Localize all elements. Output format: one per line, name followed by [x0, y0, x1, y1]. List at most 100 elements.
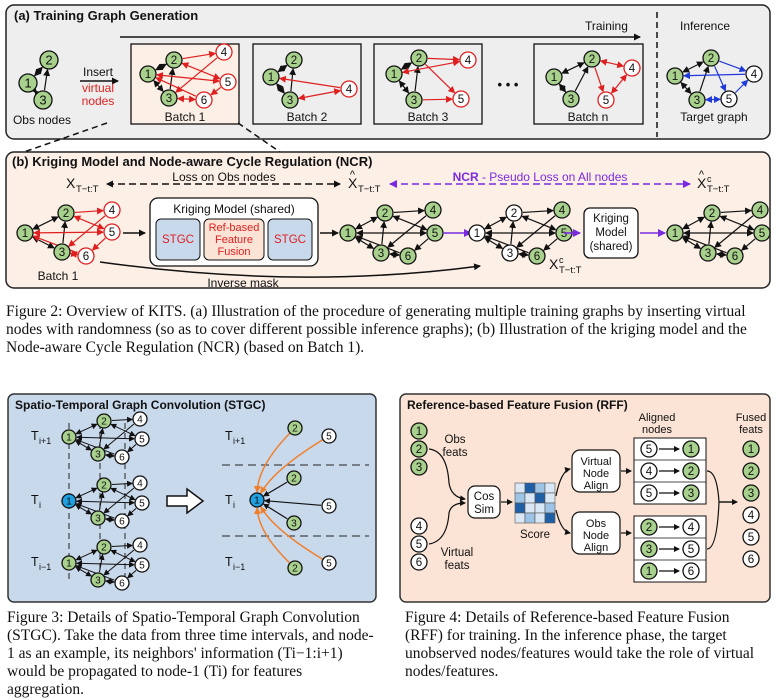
node-5: 5: [322, 499, 336, 513]
node-2: 2: [683, 463, 699, 479]
node-number: 2: [292, 424, 298, 435]
ona-line2: Node: [583, 530, 609, 542]
node-number: 5: [726, 93, 732, 106]
node-5: 5: [411, 536, 427, 552]
x-symbol: X: [66, 175, 76, 191]
node-1: 1: [62, 556, 76, 570]
x-subscript: T−t:T: [559, 265, 582, 276]
node-number: 5: [432, 227, 438, 240]
node-number: 2: [709, 207, 715, 220]
node-number: 6: [119, 517, 125, 528]
node-4: 4: [752, 202, 768, 218]
virtual-feats-line1: Virtual: [441, 547, 473, 559]
node-number: 2: [646, 521, 652, 534]
node-5: 5: [453, 91, 469, 107]
t-symbol: T: [31, 429, 39, 443]
node-number: 5: [109, 226, 115, 239]
node-3: 3: [34, 91, 52, 109]
t-subscript: i+1: [39, 436, 51, 446]
node-number: 4: [748, 509, 755, 522]
node-number: 5: [759, 227, 765, 240]
node-6: 6: [400, 248, 416, 264]
node-number: 4: [346, 83, 353, 96]
node-2: 2: [584, 51, 600, 67]
node-6: 6: [743, 551, 759, 567]
node-5: 5: [322, 429, 336, 443]
node-number: 3: [291, 519, 297, 530]
node-number: 1: [145, 68, 151, 81]
node-number: 2: [63, 207, 69, 220]
node-3: 3: [91, 447, 105, 461]
stgc-panel-title: Spatio-Temporal Graph Convolution (STGC): [15, 398, 265, 412]
node-6: 6: [727, 248, 743, 264]
node-5: 5: [220, 74, 236, 90]
score-cell: [535, 513, 545, 523]
score-cell: [525, 503, 535, 513]
node-2: 2: [166, 52, 182, 68]
node-2: 2: [97, 414, 111, 428]
node-1: 1: [19, 74, 37, 92]
x-superscript: c: [559, 255, 564, 265]
node-3: 3: [282, 92, 298, 108]
dots: • • •: [498, 77, 519, 92]
score-cell: [515, 493, 525, 503]
x-symbol: X: [549, 256, 559, 272]
node-number: 3: [411, 94, 417, 107]
node-number: 3: [378, 247, 384, 260]
node-number: 6: [416, 556, 422, 569]
node-1: 1: [411, 423, 427, 439]
node-number: 5: [139, 435, 145, 446]
node-number: 4: [109, 204, 116, 217]
insert-virtual-label: virtual: [82, 81, 114, 95]
node-number: 5: [326, 559, 332, 570]
node-number: 4: [465, 54, 472, 67]
node-number: 1: [688, 443, 694, 456]
node-number: 1: [748, 443, 754, 456]
node-1: 1: [683, 441, 699, 457]
t-subscript: i: [39, 500, 41, 510]
node-2: 2: [641, 519, 657, 535]
score-cell: [515, 503, 525, 513]
node-number: 3: [705, 247, 711, 260]
inference-label: Inference: [680, 19, 730, 33]
node-4: 4: [743, 507, 759, 523]
score-cell: [545, 493, 555, 503]
node-number: 1: [646, 565, 652, 578]
node-number: 2: [589, 53, 595, 66]
node-4: 4: [133, 476, 147, 490]
rff-line1: Ref-based: [209, 222, 260, 234]
hat-symbol: ^: [350, 169, 356, 181]
node-number: 2: [45, 53, 52, 68]
node-4: 4: [460, 52, 476, 68]
node-6: 6: [529, 248, 545, 264]
t-symbol: T: [225, 555, 233, 569]
node-4: 4: [133, 412, 147, 426]
node-5: 5: [135, 432, 149, 446]
node-5: 5: [322, 556, 336, 570]
score-cell: [525, 483, 535, 493]
target-graph-label: Target graph: [680, 110, 747, 124]
rff-line2: Feature: [215, 234, 253, 246]
node-number: 6: [119, 453, 125, 464]
node-1: 1: [641, 563, 657, 579]
node-number: 4: [221, 46, 228, 59]
node-number: 4: [137, 541, 143, 552]
node-4: 4: [624, 60, 640, 76]
hat-symbol: ^: [699, 169, 705, 181]
node-number: 2: [171, 54, 177, 67]
node-number: 1: [254, 496, 260, 507]
node-number: 3: [688, 487, 694, 500]
node-1: 1: [250, 493, 264, 507]
node-1: 1: [340, 225, 356, 241]
node-5: 5: [641, 485, 657, 501]
node-number: 1: [474, 227, 480, 240]
node-2: 2: [704, 205, 720, 221]
node-number: 1: [672, 70, 678, 83]
node-5: 5: [427, 225, 443, 241]
node-4: 4: [133, 538, 147, 552]
ona-line3: Align: [584, 542, 608, 554]
node-number: 5: [458, 93, 464, 106]
kriging2-line2: Model: [595, 227, 626, 239]
panel-a-title: (a) Training Graph Generation: [14, 8, 198, 23]
score-cell: [545, 503, 555, 513]
